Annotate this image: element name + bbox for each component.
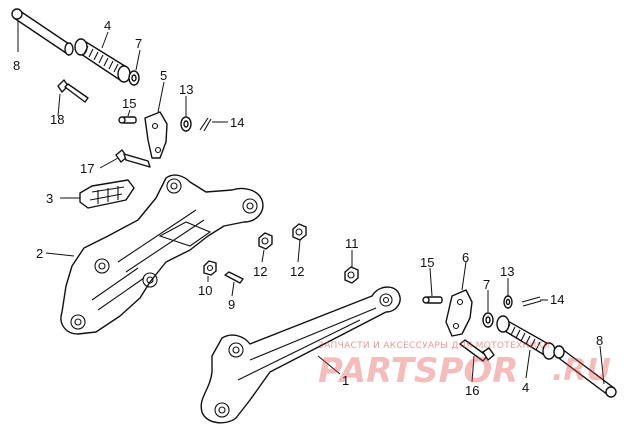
part-8-pivot-pin-right (553, 345, 617, 398)
label-part-2: 2 (36, 246, 43, 261)
label-part-7-right: 7 (483, 277, 490, 292)
label-part-15-right: 15 (420, 255, 434, 270)
part-10-nut (203, 260, 217, 276)
part-2-step-holder-left (60, 174, 264, 335)
part-4-footpeg-rubber-left (74, 38, 131, 83)
label-part-7-left: 7 (135, 36, 142, 51)
label-part-14-right: 14 (550, 292, 564, 307)
watermark: ЗАПЧАСТИ И АКСЕССУАРЫ ДЛЯ МОТОТЕХНИКИ PA… (318, 341, 611, 391)
part-6-bracket-right (445, 289, 473, 337)
label-part-12-a: 12 (253, 264, 267, 279)
part-4-footpeg-rubber-right (496, 315, 556, 360)
part-14-cotter-pin-right (521, 296, 542, 307)
part-7-washer-right (482, 312, 494, 328)
part-13-washer-left (180, 116, 192, 132)
part-16-bolt (459, 339, 495, 362)
leader-lines (17, 20, 605, 385)
watermark-brand: PARTSPOR (318, 351, 518, 391)
label-part-17: 17 (80, 161, 94, 176)
part-13-washer-right (503, 295, 513, 309)
label-part-14-left: 14 (230, 115, 244, 130)
label-part-10: 10 (198, 283, 212, 298)
callout-labels: 8 4 7 5 13 14 15 18 17 3 2 12 12 10 9 11… (13, 18, 603, 398)
part-11-nut (344, 266, 359, 284)
label-part-4-right: 4 (522, 380, 529, 395)
label-part-13-left: 13 (179, 82, 193, 97)
watermark-domain: .RU (552, 353, 611, 388)
part-14-cotter-pin-left (199, 117, 212, 132)
label-part-11: 11 (345, 236, 359, 251)
label-part-8-right: 8 (596, 333, 603, 348)
part-8-pivot-pin-left (11, 8, 74, 56)
part-15-pin-left (118, 116, 137, 124)
part-7-washer-left (128, 70, 140, 86)
part-1-step-arm (200, 286, 401, 424)
label-part-12-b: 12 (290, 264, 304, 279)
label-part-4-left: 4 (104, 18, 111, 33)
part-12-nut-b (292, 223, 307, 241)
label-part-15-left: 15 (122, 96, 136, 111)
part-17-long-bolt (115, 149, 151, 168)
part-5-bracket-left (144, 111, 168, 159)
label-part-6: 6 (462, 250, 469, 265)
part-3-heel-guard (79, 179, 135, 209)
label-part-3: 3 (46, 191, 53, 206)
label-part-16: 16 (465, 383, 479, 398)
label-part-13-right: 13 (500, 264, 514, 279)
label-part-8-left: 8 (13, 58, 20, 73)
label-part-18: 18 (50, 112, 64, 127)
part-9-small-bolt (224, 271, 244, 284)
part-12-nut-a (258, 232, 273, 250)
part-18-bolt (57, 79, 89, 103)
part-15-pin-right (422, 296, 443, 304)
watermark-tagline: ЗАПЧАСТИ И АКСЕССУАРЫ ДЛЯ МОТОТЕХНИКИ (318, 341, 550, 351)
label-part-9: 9 (228, 297, 235, 312)
label-part-5: 5 (160, 68, 167, 83)
label-part-1: 1 (342, 373, 349, 388)
